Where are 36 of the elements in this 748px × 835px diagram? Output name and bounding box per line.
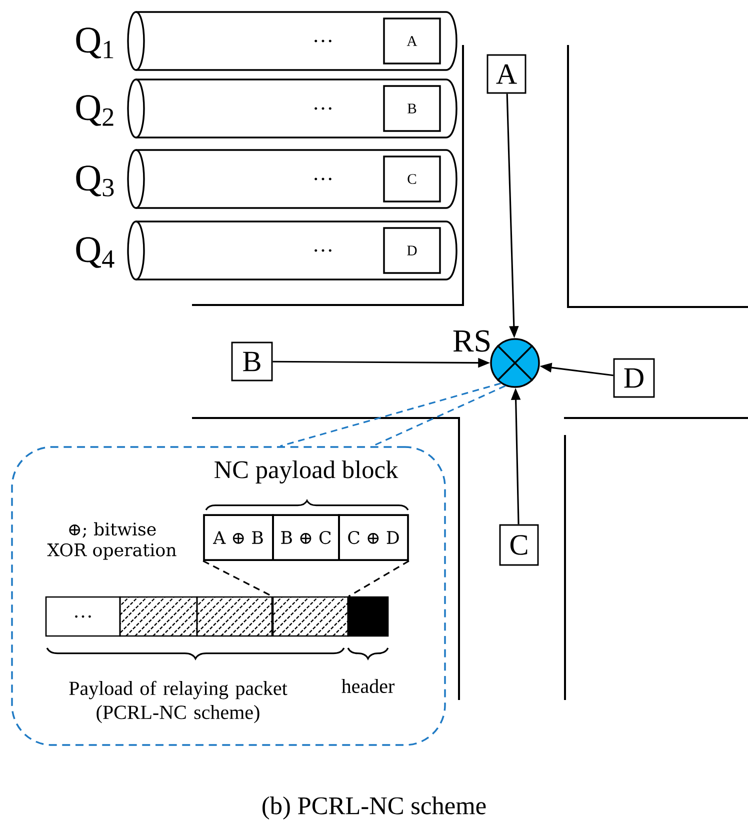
connector-line — [280, 382, 501, 447]
brace-label: Payload of relaying packet (PCRL-NC scheme) — [69, 680, 288, 724]
header-segment — [347, 596, 389, 637]
vehicle-box: A — [486, 54, 526, 94]
hatched-segment — [196, 596, 273, 637]
note: ⊕; bitwise XOR operation — [47, 522, 176, 560]
packet-segment: … — [45, 596, 121, 637]
packet-box: D — [383, 227, 441, 274]
zoom-line — [348, 560, 410, 598]
node-label: … — [314, 40, 332, 42]
packet-box: C — [383, 156, 441, 202]
brace-label: NC payload block — [214, 460, 398, 484]
queue-label: Q$_{1}$ — [76, 28, 114, 58]
relay-station-symbol — [490, 338, 540, 388]
hatched-segment — [272, 596, 349, 637]
caption: (b) PCRL-NC scheme — [262, 796, 486, 820]
hatched-segment — [119, 596, 198, 637]
vehicle-box: B — [231, 342, 273, 382]
queue-label: Q$_{3}$ — [76, 166, 114, 196]
zoom-line — [202, 560, 273, 598]
packet-box: B — [383, 85, 441, 132]
vehicle-box: C — [499, 524, 539, 566]
brace-label: header — [342, 678, 394, 694]
connector-line — [372, 385, 506, 447]
packet-box: A — [383, 18, 441, 64]
node-label: … — [314, 107, 332, 110]
callout-box — [11, 446, 446, 746]
node-label: … — [314, 178, 332, 180]
queue-label: Q$_{4}$ — [76, 237, 114, 268]
payload-cell: C ⊕ D — [338, 514, 409, 561]
relay-label: RS — [453, 330, 490, 352]
payload-cell: A ⊕ B — [203, 514, 274, 561]
payload-cell: B ⊕ C — [272, 514, 340, 561]
queue-label: Q$_{2}$ — [76, 95, 114, 126]
node-label: … — [314, 249, 332, 252]
vehicle-box: D — [613, 358, 655, 398]
